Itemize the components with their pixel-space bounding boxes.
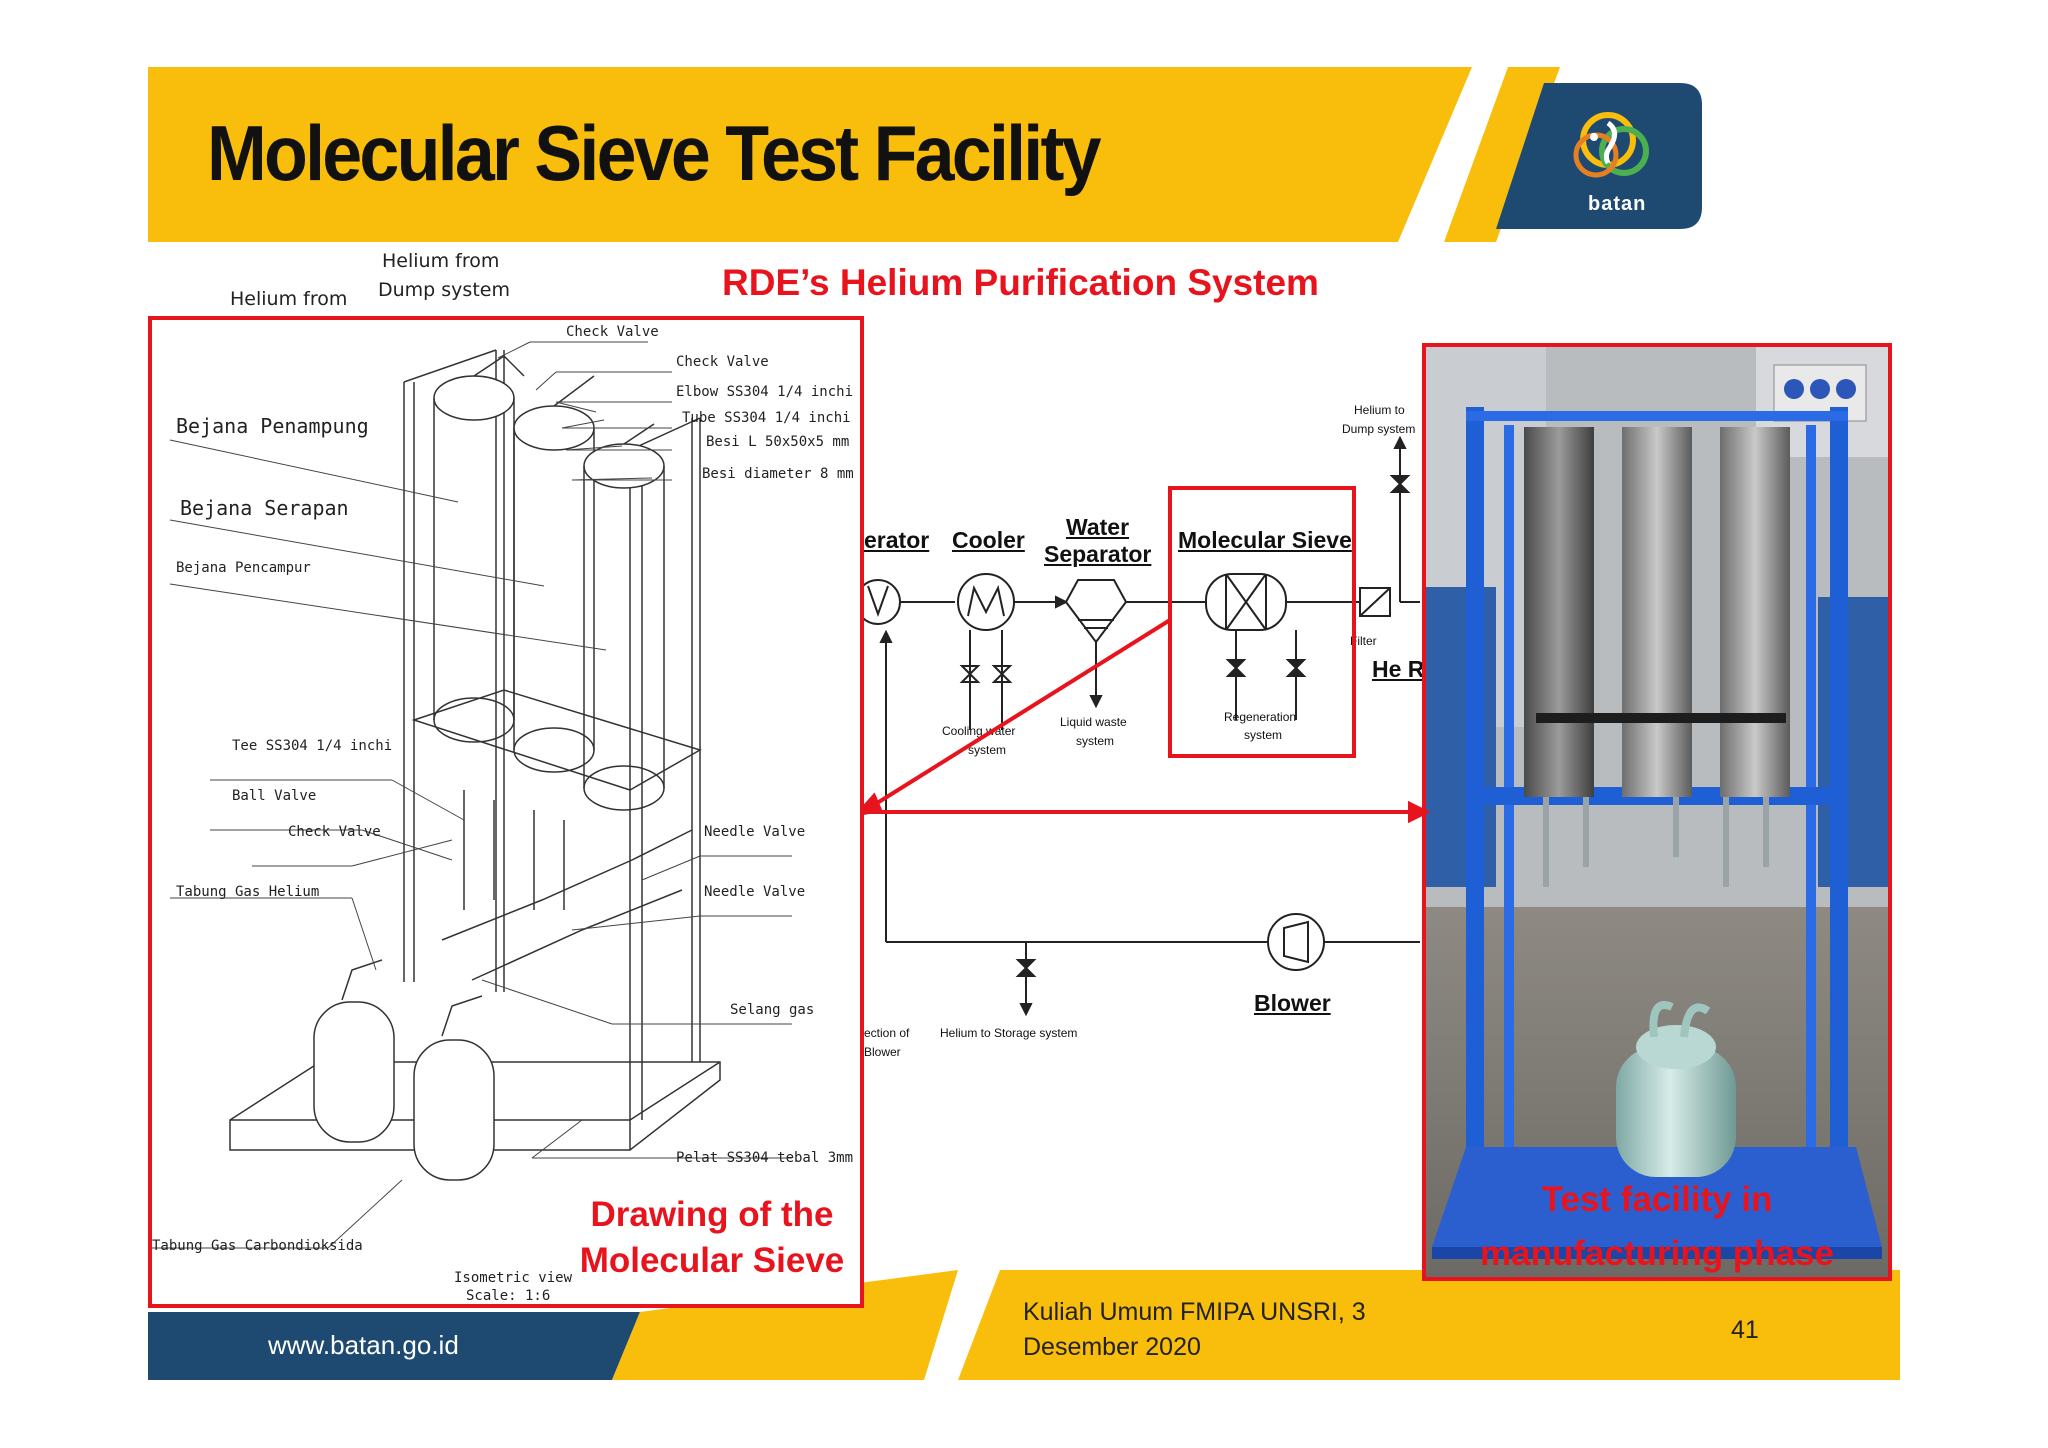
- pid-label-cooler: Cooler: [952, 527, 1025, 553]
- pid-label-injection-2: Blower: [864, 1045, 901, 1059]
- drawing-caption-line1: Drawing of the: [590, 1195, 834, 1234]
- top-label-helium-from-2: Helium from: [382, 250, 500, 272]
- pid-label-generator: erator: [864, 527, 930, 553]
- slide-title: Molecular Sieve Test Facility: [207, 109, 1102, 197]
- batan-logo: batan: [1496, 83, 1702, 229]
- photo-caption-line1: Test facility in: [1541, 1180, 1773, 1219]
- callout-check-valve-1: Check Valve: [566, 324, 659, 340]
- pid-label-separator: Separator: [1044, 541, 1152, 567]
- top-label-helium-from: Helium from: [230, 288, 348, 310]
- footer-url[interactable]: www.batan.go.id: [268, 1330, 459, 1360]
- callout-scale: Scale: 1:6: [466, 1288, 551, 1304]
- footer-event-line2: Desember 2020: [1023, 1333, 1201, 1361]
- page-number: 41: [1731, 1316, 1759, 1344]
- callout-check-valve-3: Check Valve: [288, 824, 381, 840]
- callout-iso-view: Isometric view: [454, 1270, 573, 1286]
- pid-label-regeneration-1: Regeneration: [1224, 710, 1297, 724]
- connector-arrows: [852, 618, 1430, 824]
- pid-label-cooling-water-2: system: [968, 743, 1007, 757]
- pid-label-regeneration-2: system: [1244, 728, 1283, 742]
- pid-label-helium-storage: Helium to Storage system: [940, 1026, 1078, 1040]
- callout-check-valve-2: Check Valve: [676, 354, 769, 370]
- callout-tabung-co2: Tabung Gas Carbondioksida: [152, 1238, 363, 1254]
- pid-label-liquid-waste-2: system: [1076, 734, 1115, 748]
- footer-event-line1: Kuliah Umum FMIPA UNSRI, 3: [1023, 1298, 1366, 1326]
- photo-caption-line2: manufacturing phase: [1480, 1234, 1834, 1273]
- callout-bejana-penampung: Bejana Penampung: [176, 414, 369, 438]
- callout-needle-valve-1: Needle Valve: [704, 824, 806, 840]
- drawing-caption-line2: Molecular Sieve: [579, 1241, 845, 1280]
- callout-tabung-helium: Tabung Gas Helium: [176, 884, 320, 900]
- footer-banner: [148, 1270, 1900, 1380]
- pid-label-liquid-waste-1: Liquid waste: [1060, 715, 1127, 729]
- pid-label-helium-dump-1: Helium to: [1354, 403, 1405, 417]
- pid-diagram: [860, 435, 1420, 1017]
- callout-besi-diameter: Besi diameter 8 mm: [702, 466, 854, 482]
- callout-pelat: Pelat SS304 tebal 3mm: [676, 1150, 854, 1166]
- pid-label-molecular-sieve: Molecular Sieve: [1178, 527, 1352, 553]
- callout-ball-valve: Ball Valve: [232, 788, 317, 804]
- top-label-dump-system: Dump system: [378, 279, 510, 301]
- callout-bejana-pencampur: Bejana Pencampur: [176, 560, 311, 576]
- callout-needle-valve-2: Needle Valve: [704, 884, 806, 900]
- logo-text: batan: [1588, 193, 1647, 215]
- callout-selang-gas: Selang gas: [730, 1002, 815, 1018]
- pid-label-he-r: He R: [1372, 656, 1425, 682]
- test-facility-photo: Test facility in manufacturing phase: [1422, 343, 1892, 1281]
- callout-besi-l: Besi L 50x50x5 mm: [706, 434, 850, 450]
- slide-subtitle: RDE’s Helium Purification System: [722, 262, 1319, 303]
- molecular-sieve-drawing: Check Valve Check Valve Elbow SS304 1/4 …: [148, 316, 864, 1308]
- pid-label-injection-1: ection of: [864, 1026, 910, 1040]
- pid-label-helium-dump-2: Dump system: [1342, 422, 1416, 436]
- pid-label-filter: Filter: [1350, 634, 1377, 648]
- pid-label-water: Water: [1066, 514, 1130, 540]
- callout-tube: Tube SS304 1/4 inchi: [682, 410, 851, 426]
- callout-elbow: Elbow SS304 1/4 inchi: [676, 384, 854, 400]
- callout-bejana-serapan: Bejana Serapan: [180, 496, 349, 520]
- callout-tee: Tee SS304 1/4 inchi: [232, 738, 393, 754]
- pid-label-blower: Blower: [1254, 990, 1331, 1016]
